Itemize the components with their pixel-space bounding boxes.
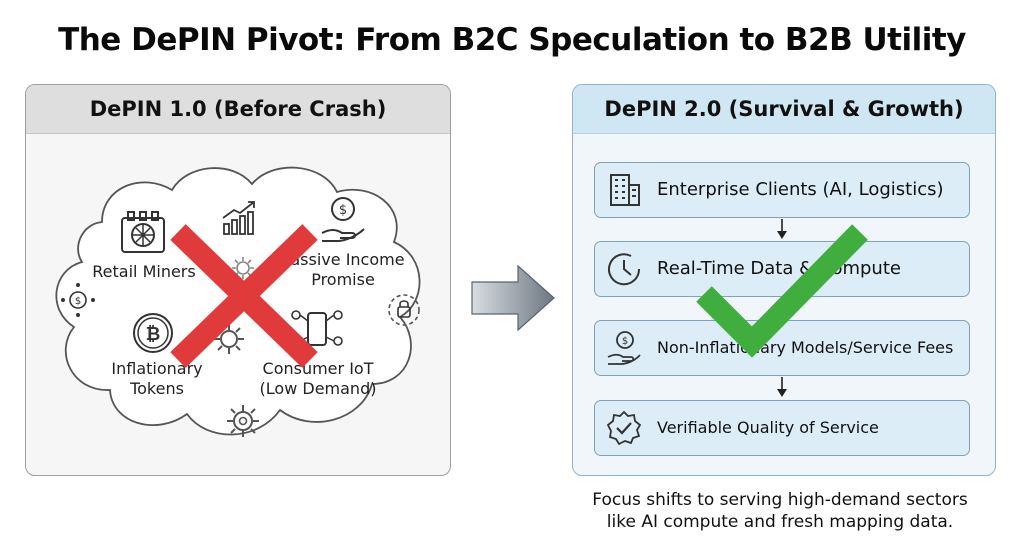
footer-line-1: Focus shifts to serving high-demand sect… [592, 490, 968, 510]
security-badge-icon [388, 294, 420, 326]
gear-icon [232, 257, 254, 279]
quality-of-service-label: Verifiable Quality of Service [657, 418, 879, 437]
non-inflationary-label: Non-Inflationary Models/Service Fees [657, 338, 954, 357]
consumer-iot-label: Consumer IoT (Low Demand) [248, 359, 388, 399]
mining-rig-icon [121, 211, 165, 253]
hand-coin-icon: $ [607, 331, 641, 365]
footer-note: Focus shifts to serving high-demand sect… [560, 489, 1000, 533]
verified-badge-icon [606, 410, 642, 446]
clock-icon [608, 253, 641, 286]
svg-text:$: $ [339, 203, 347, 218]
green-check-icon [696, 224, 868, 358]
bitcoin-coin-icon: ₿ [133, 313, 173, 353]
inflationary-tokens-label: Inflationary Tokens [92, 359, 222, 399]
non-inflationary-box: $ Non-Inflationary Models/Service Fees [594, 320, 970, 376]
passive-income-text-2: Promise [311, 270, 375, 289]
gradient-arrow-icon [471, 264, 555, 332]
consumer-iot-text-2: (Low Demand) [259, 379, 377, 398]
building-icon [610, 174, 640, 206]
depin-2-header: DePIN 2.0 (Survival & Growth) [573, 85, 995, 134]
hand-coin-icon: $ [321, 197, 365, 242]
down-arrow-icon [777, 377, 787, 397]
svg-text:$: $ [622, 336, 628, 347]
inflationary-text-1: Inflationary [111, 359, 203, 378]
red-x-icon [170, 224, 318, 368]
consumer-iot-text-1: Consumer IoT [262, 359, 374, 378]
inflationary-text-2: Tokens [130, 379, 184, 398]
retail-miners-text: Retail Miners [92, 262, 196, 281]
depin-1-header: DePIN 1.0 (Before Crash) [26, 85, 450, 134]
enterprise-clients-label: Enterprise Clients (AI, Logistics) [657, 179, 944, 200]
growth-chart-icon [222, 201, 255, 235]
real-time-data-box: Real-Time Data & Compute [594, 241, 970, 297]
enterprise-clients-box: Enterprise Clients (AI, Logistics) [594, 162, 970, 218]
retail-miners-label: Retail Miners [84, 262, 204, 282]
quality-of-service-box: Verifiable Quality of Service [594, 400, 970, 456]
footer-line-2: like AI compute and fresh mapping data. [606, 512, 954, 532]
svg-text:₿: ₿ [146, 324, 161, 345]
passive-income-label: Passive Income Promise [268, 250, 418, 290]
down-arrow-icon [777, 219, 787, 239]
gear-icon [227, 405, 259, 437]
svg-text:$: $ [75, 296, 81, 307]
token-network-icon: $ [61, 283, 95, 317]
page-title: The DePIN Pivot: From B2C Speculation to… [58, 22, 966, 58]
passive-income-text-1: Passive Income [281, 250, 405, 269]
